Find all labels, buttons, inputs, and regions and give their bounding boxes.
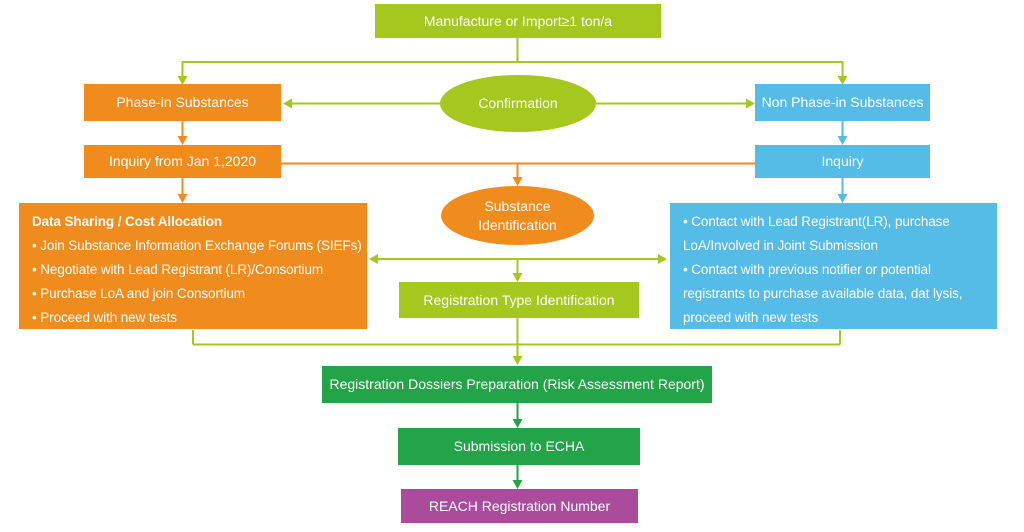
node-substance-identification-ellipse: Substance Identification [441,186,594,245]
arrowhead-contact [837,194,848,203]
arrowhead-inquiry [837,136,848,145]
arrowhead-substance-identification [512,177,523,186]
contact-bullet: • Contact with previous notifier or pote… [683,262,963,325]
node-confirmation-ellipse: Confirmation [440,75,596,132]
arrowhead-to-registration-type [512,273,523,282]
arrowhead-double-right [658,254,667,264]
arrowhead-data-sharing [177,194,188,203]
arrowhead-submission [512,419,523,428]
arrowhead-inquiry-jan [177,136,188,145]
data-sharing-bullet: • Proceed with new tests [32,310,177,325]
connector-top-branch [181,61,844,77]
node-contact-box: • Contact with Lead Registrant(LR), purc… [670,203,997,329]
arrowhead-double-left [369,254,378,264]
data-sharing-bullet: • Join Substance Information Exchange Fo… [32,238,362,253]
arrowhead-to-dossiers [512,356,523,365]
data-sharing-title: Data Sharing / Cost Allocation [32,214,223,229]
connector-merge-bar [192,318,841,357]
node-submission-to-echa: Submission to ECHA [398,428,640,465]
node-reach-registration-number: REACH Registration Number [401,489,638,523]
arrowhead-to-non-phase-in [837,76,848,85]
arrowhead-confirmation-right [746,98,755,109]
node-manufacture-or-import: Manufacture or Import≥1 ton/a [375,4,661,38]
node-phase-in-substances: Phase-in Substances [84,84,281,121]
node-non-phase-in-substances: Non Phase-in Substances [755,84,930,121]
arrowhead-to-phase-in [177,76,188,85]
node-registration-dossiers-preparation: Registration Dossiers Preparation (Risk … [322,366,712,403]
arrowhead-confirmation-left [283,98,292,109]
contact-bullet: • Contact with Lead Registrant(LR), purc… [683,214,950,253]
node-inquiry: Inquiry [755,145,930,178]
node-inquiry-from-jan: Inquiry from Jan 1,2020 [84,145,281,178]
data-sharing-bullet: • Negotiate with Lead Registrant (LR)/Co… [32,262,324,277]
data-sharing-bullet: • Purchase LoA and join Consortium [32,286,245,301]
substance-identification-label: Substance Identification [478,197,557,233]
node-registration-type-identification: Registration Type Identification [399,282,639,318]
node-data-sharing-box: Data Sharing / Cost Allocation • Join Su… [19,203,367,329]
arrowhead-reach [512,480,523,489]
